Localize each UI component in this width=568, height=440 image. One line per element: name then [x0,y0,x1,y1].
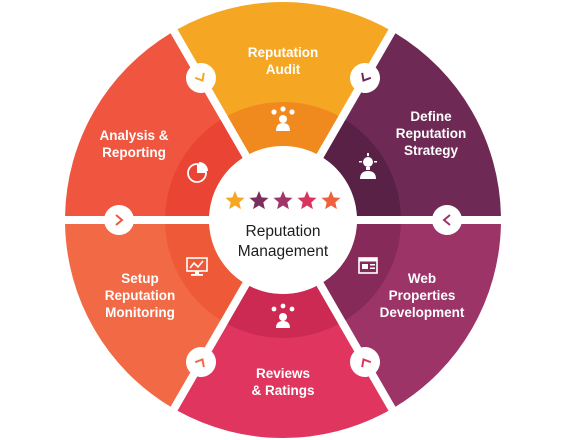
label-line: Web [408,271,436,286]
star-icon [273,191,293,210]
segment-label-monitoring: Setup Reputation Monitoring [105,271,176,320]
label-line: Monitoring [105,305,175,320]
rating-people-icon [271,303,295,328]
chevron-icon [115,214,124,226]
label-line: Setup [121,271,159,286]
star-icon [249,191,269,210]
segment-inner-monitoring [165,223,243,321]
connector-circle [186,62,216,93]
segment-label-audit: Reputation Audit [248,45,319,77]
segment-inner-reviews [227,285,339,338]
label-line: Strategy [404,143,459,158]
label-line: Reputation [105,288,176,303]
star-icon [321,191,341,210]
pie-chart-icon [187,162,208,183]
segment-inner-web [323,223,401,321]
people-icon [271,106,295,131]
idea-person-icon [359,153,377,179]
segment-label-reviews: Reviews & Ratings [251,366,314,398]
flow-arrow-icon [432,205,462,235]
segment-label-strategy: Define Reputation Strategy [396,109,467,158]
monitor-chart-icon [186,257,208,276]
chevron-icon [194,72,205,82]
flow-arrow-icon [186,62,216,93]
website-icon [358,257,378,274]
label-line: & Ratings [251,383,314,398]
chevron-icon [361,358,372,368]
flow-arrow-icon [350,347,380,378]
label-line: Analysis & [99,128,168,143]
flow-arrow-icon [104,205,134,235]
connector-circle [104,205,134,235]
connector-circle [350,347,380,378]
label-line: Define [410,109,452,124]
label-line: Reviews [256,366,310,381]
star-icon [297,191,317,210]
label-line: Reputation [396,126,467,141]
chevron-icon [361,72,372,82]
connector-circle [186,347,216,378]
label-line: Reporting [102,145,166,160]
label-line: Reputation [248,45,319,60]
label-line: Properties [389,288,456,303]
connector-circle [432,205,462,235]
label-line: Audit [266,62,301,77]
chevron-icon [442,214,451,226]
star-icon [225,191,245,210]
center-title-line2: Management [238,243,329,260]
segment-inner-strategy [323,119,401,217]
flow-arrow-icon [350,62,380,93]
connector-circle [350,62,380,93]
label-line: Development [380,305,465,320]
segment-label-analysis: Analysis & Reporting [99,128,168,160]
chevron-icon [194,358,205,368]
center-circle [209,146,357,294]
segment-label-web: Web Properties Development [380,271,465,320]
flow-arrow-icon [186,347,216,378]
center-title-line1: Reputation [246,223,321,240]
